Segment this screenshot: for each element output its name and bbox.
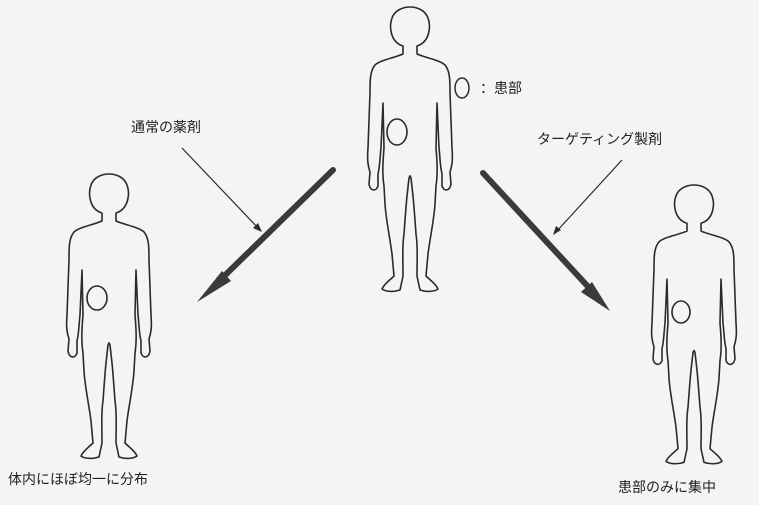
legend-lesion-icon	[455, 78, 469, 98]
leader-conventional	[182, 148, 262, 232]
lesion-center	[387, 119, 407, 145]
center-body-figure	[368, 7, 453, 291]
concentrated-label: 患部のみに集中	[618, 480, 716, 496]
lesion-right	[672, 301, 690, 323]
leader-targeting	[553, 160, 622, 235]
legend-label: ：患部	[480, 81, 522, 97]
left-body-figure	[67, 174, 152, 458]
uniform-distribution-label: 体内にほぼ均一に分布	[8, 472, 148, 488]
lesion-left	[87, 286, 107, 310]
right-body-figure	[652, 185, 737, 464]
targeting-drug-label: ターゲティング製剤	[537, 132, 662, 148]
conventional-drug-label: 通常の薬剤	[131, 120, 201, 136]
arrow-to-left	[197, 170, 333, 302]
